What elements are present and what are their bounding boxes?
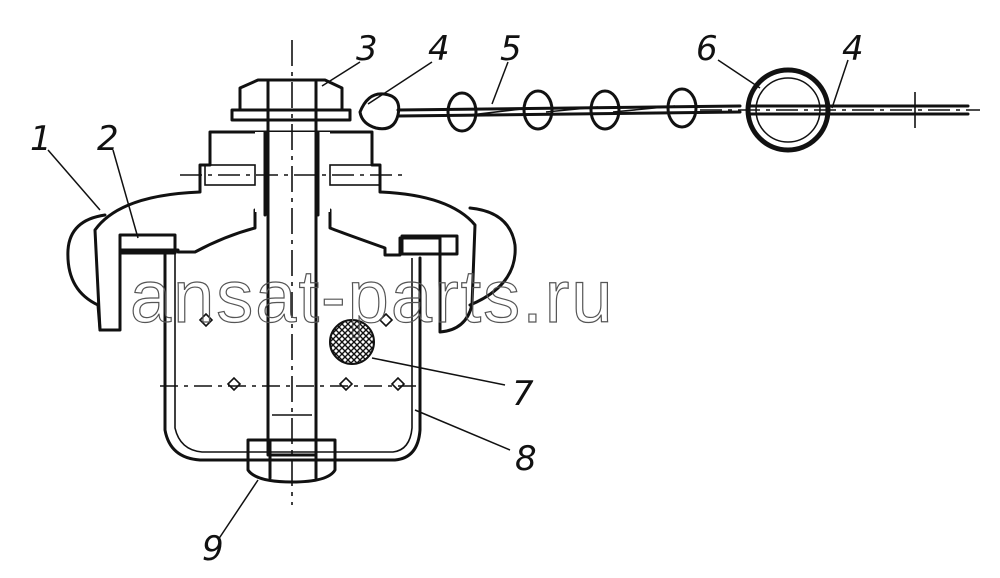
callout-4: 4 [428,29,450,69]
gasket [118,233,459,256]
callout-6: 6 [696,29,718,69]
watermark: ansat-parts.ru [130,255,615,338]
callout-labels: 1 2 3 4 5 6 4 7 8 9 [30,29,864,569]
callout-5: 5 [500,29,522,69]
pin [700,92,980,128]
bottom-nut [246,438,337,484]
callout-7: 7 [512,374,534,414]
leader-lines [47,59,849,541]
top-nut [230,78,352,122]
callout-1: 1 [30,119,52,159]
chain [358,87,742,133]
callout-9: 9 [202,529,224,569]
filter-mesh [329,319,375,365]
callout-8: 8 [515,439,537,479]
callout-4-second: 4 [842,29,864,69]
filter-cup [160,248,422,462]
callout-3: 3 [356,29,378,69]
callout-2: 2 [97,119,119,159]
